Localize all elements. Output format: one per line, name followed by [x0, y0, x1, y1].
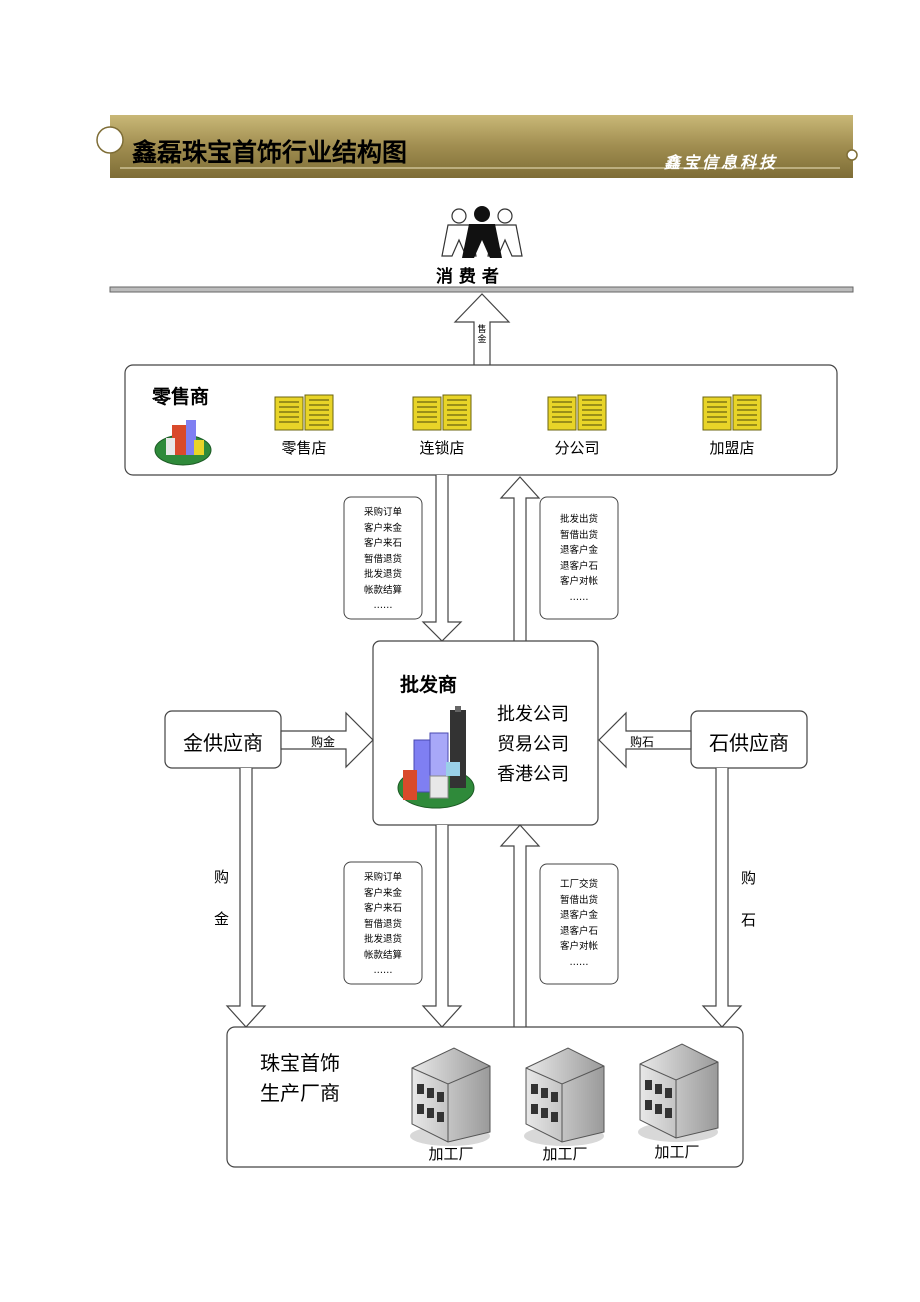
stone-down-label: 购 [741, 869, 757, 887]
page-title: 鑫磊珠宝首饰行业结构图 [132, 138, 408, 167]
wholesaler-item: 批发公司 [497, 704, 569, 725]
arrow-gold-to-wholesale [280, 711, 374, 769]
note-line: …… [373, 965, 393, 976]
store-icons [274, 394, 762, 431]
factory-label: 加工厂 [428, 1145, 474, 1163]
note-line: 退客户石 [559, 560, 598, 572]
note-line: 帐款结算 [363, 949, 402, 961]
arrow-wholesale-to-retail [499, 476, 541, 641]
arrow-stone-to-factory [701, 768, 743, 1028]
note-line: 暂借退货 [363, 918, 402, 930]
building-icon [412, 394, 472, 431]
arrow-wholesale-to-factory [421, 825, 463, 1028]
gold-down-label: 金 [214, 910, 230, 928]
note-line: 退客户金 [559, 545, 598, 556]
stone-down-label: 石 [741, 911, 757, 929]
consumer-people-icon [441, 206, 523, 258]
note-line: 客户对帐 [559, 941, 598, 952]
note-line: 采购订单 [363, 507, 402, 518]
title-banner [96, 115, 858, 178]
note-factory-up: 工厂交货 暂借出货 退客户金 退客户石 客户对帐 …… [540, 877, 618, 970]
gold-down-label: 购 [214, 868, 230, 886]
factory-label: 加工厂 [542, 1145, 588, 1163]
consumer-divider [109, 286, 854, 293]
retailer-item: 加盟店 [709, 439, 755, 457]
wholesaler-item: 贸易公司 [497, 734, 569, 755]
retailer-box [124, 364, 838, 476]
note-line: …… [373, 600, 393, 611]
note-line: …… [569, 956, 589, 968]
note-retail-up: 批发出货 暂借出货 退客户金 退客户石 客户对帐 …… [540, 512, 618, 605]
stone-arrow-label: 购石 [630, 735, 655, 749]
note-line: 工厂交货 [559, 879, 598, 890]
retailer-item: 分公司 [554, 439, 600, 457]
gold-arrow-label: 购金 [311, 735, 336, 749]
wholesaler-city-icon [397, 706, 475, 809]
note-line: 采购订单 [363, 872, 402, 883]
manufacturer-title-line1: 珠宝首饰 [260, 1051, 340, 1075]
arrow-stone-to-wholesale [598, 711, 692, 769]
note-line: 批发出货 [559, 514, 598, 525]
note-line: 批发退货 [363, 569, 402, 580]
building-icon [702, 394, 762, 431]
note-box-factory-up [539, 863, 619, 985]
arrow-sell-gold [453, 293, 511, 365]
factory-icon [524, 1047, 605, 1146]
building-icon [547, 394, 607, 431]
wholesaler-item: 香港公司 [497, 764, 569, 785]
note-line: 退客户石 [559, 925, 598, 937]
note-line: 退客户金 [559, 910, 598, 921]
note-box-retail-down [343, 496, 423, 620]
note-line: 客户对帐 [559, 576, 598, 587]
retailer-title: 零售商 [152, 386, 210, 408]
note-line: 批发退货 [363, 934, 402, 945]
stone-supplier-title: 石供应商 [709, 731, 789, 755]
note-line: 客户来金 [363, 887, 402, 899]
retailer-item: 连锁店 [419, 439, 465, 457]
factory-icons [410, 1043, 719, 1146]
arrow-retail-to-wholesale [421, 475, 463, 642]
arrow-gold-to-factory [225, 768, 267, 1028]
note-line: 暂借出货 [559, 529, 598, 541]
note-factory-down: 采购订单 客户来金 客户来石 暂借退货 批发退货 帐款结算 …… [344, 870, 422, 979]
note-line: …… [569, 591, 589, 603]
retailer-item: 零售店 [281, 439, 327, 457]
note-line: 客户来石 [363, 903, 402, 914]
consumer-label: 消 费 者 [436, 267, 499, 287]
arrow-top-label: 售金 [477, 325, 487, 345]
factory-label: 加工厂 [654, 1143, 700, 1161]
retailer-city-icon [154, 420, 212, 466]
gold-supplier-title: 金供应商 [183, 731, 263, 755]
note-line: 暂借退货 [363, 553, 402, 565]
brand-text: 鑫宝信息科技 [664, 153, 779, 172]
note-line: 暂借出货 [559, 894, 598, 906]
note-line: 客户来石 [363, 538, 402, 549]
factory-icon [638, 1043, 719, 1142]
factory-icon [410, 1047, 491, 1146]
manufacturer-title-line2: 生产厂商 [260, 1081, 340, 1105]
arrow-factory-to-wholesale [499, 824, 541, 1027]
note-retail-down: 采购订单 客户来金 客户来石 暂借退货 批发退货 帐款结算 …… [344, 505, 422, 614]
wholesaler-title: 批发商 [400, 674, 458, 696]
building-icon [274, 394, 334, 431]
note-box-factory-down [343, 861, 423, 985]
note-line: 帐款结算 [363, 584, 402, 596]
note-line: 客户来金 [363, 522, 402, 534]
note-box-retail-up [539, 496, 619, 620]
